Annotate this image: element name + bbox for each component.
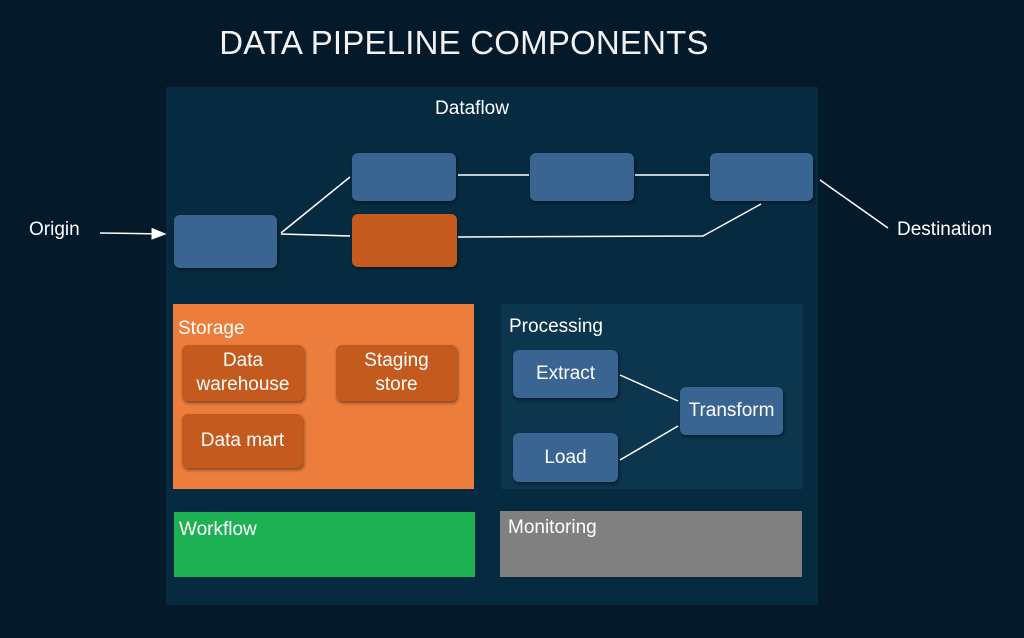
processing-panel: Processing Extract Transform Load xyxy=(501,304,803,489)
monitoring-panel: Monitoring xyxy=(500,511,802,577)
dataflow-node-upper-2 xyxy=(530,153,634,201)
workflow-label: Workflow xyxy=(179,519,257,540)
transform-node: Transform xyxy=(680,387,783,435)
load-transform-edge xyxy=(619,425,679,461)
dataflow-node-upper-1 xyxy=(352,153,456,201)
extract-transform-edge xyxy=(619,374,679,402)
page-title: DATA PIPELINE COMPONENTS xyxy=(219,24,709,61)
data-warehouse-node: Data warehouse xyxy=(182,345,304,401)
origin-label: Origin xyxy=(29,219,80,240)
dataflow-node-lower xyxy=(352,214,457,267)
processing-label: Processing xyxy=(509,316,603,337)
flow-edge-source-upper xyxy=(280,176,351,234)
origin-arrow xyxy=(99,227,167,240)
flow-edge-source-lower xyxy=(280,233,351,237)
data-mart-node: Data mart xyxy=(182,414,303,468)
storage-label: Storage xyxy=(178,318,245,339)
dataflow-label: Dataflow xyxy=(435,98,509,119)
flow-edge-lower-sink xyxy=(457,203,762,238)
destination-label: Destination xyxy=(897,219,993,240)
workflow-panel: Workflow xyxy=(174,512,475,577)
destination-edge xyxy=(819,179,889,229)
staging-store-node: Staging store xyxy=(336,345,457,401)
extract-node: Extract xyxy=(513,350,618,398)
monitoring-label: Monitoring xyxy=(508,517,597,538)
storage-panel: Storage Data warehouse Staging store Dat… xyxy=(173,304,474,489)
dataflow-node-sink xyxy=(710,153,813,201)
dataflow-node-source xyxy=(174,215,277,268)
load-node: Load xyxy=(513,433,618,482)
